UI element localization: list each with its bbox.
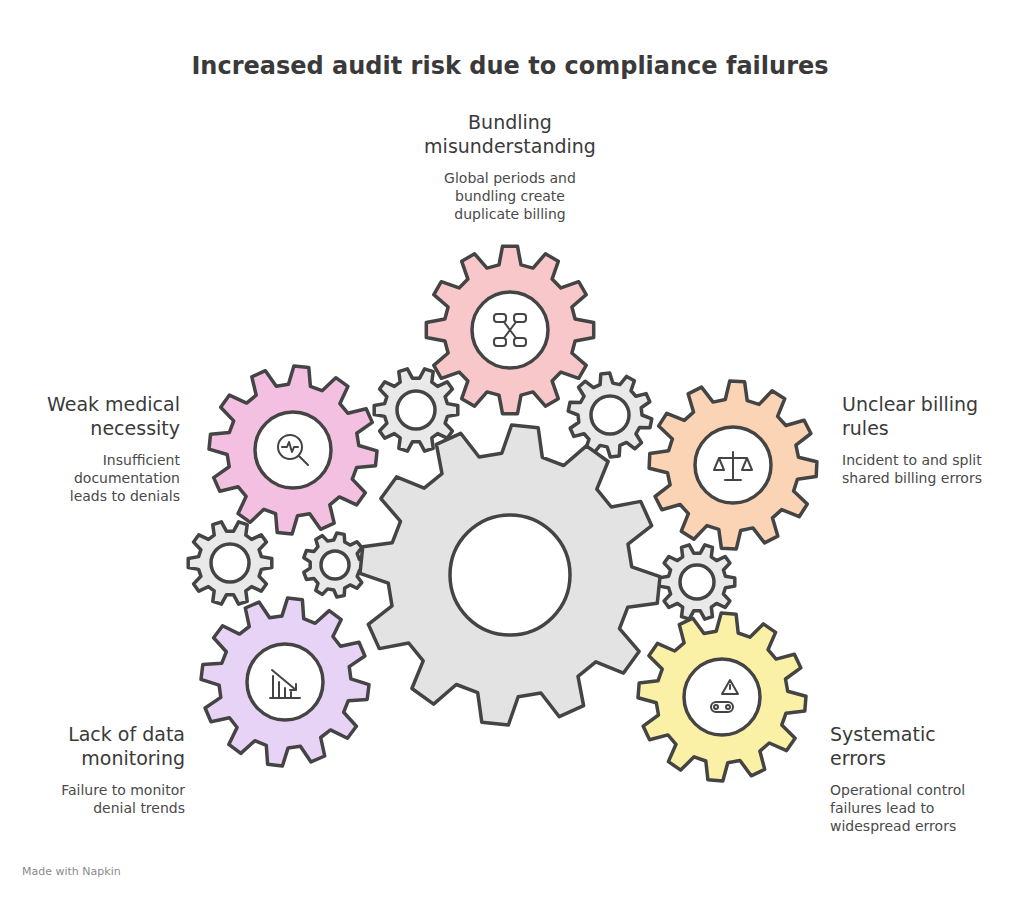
monitoring-icon	[270, 670, 300, 698]
label-description: Global periods and bundling create dupli…	[435, 169, 585, 223]
label-description: Insufficient documentation leads to deni…	[68, 451, 180, 505]
gear-hub	[321, 551, 349, 579]
bundling-gear	[426, 246, 593, 413]
label-heading: Bundling misunderstanding	[410, 110, 610, 158]
gear-hub	[211, 544, 249, 582]
gear-body	[360, 425, 660, 725]
gear-label: Unclear billing rulesIncident to and spl…	[842, 392, 992, 487]
gear-label: Weak medical necessityInsufficient docum…	[30, 392, 180, 505]
gear-body	[568, 373, 652, 457]
diagram-title: Increased audit risk due to compliance f…	[0, 52, 1020, 80]
label-description: Operational control failures lead to wid…	[830, 781, 968, 835]
errors-gear	[638, 613, 806, 781]
gear-hub	[397, 391, 435, 429]
central-gear	[360, 425, 660, 725]
billing-gear	[649, 381, 817, 549]
gear-hub	[684, 659, 760, 735]
necessity-gear	[209, 366, 377, 534]
gear-hub	[450, 515, 570, 635]
necessity-icon	[278, 435, 308, 465]
errors-icon	[711, 680, 738, 712]
label-description: Failure to monitor denial trends	[45, 781, 185, 817]
gear-body	[188, 522, 272, 604]
gear-hub	[255, 412, 331, 488]
small-gear	[659, 545, 735, 619]
small-gear	[304, 533, 367, 597]
gear-label: Lack of data monitoringFailure to monito…	[40, 722, 185, 817]
gear-body	[649, 381, 817, 549]
label-heading: Unclear billing rules	[842, 392, 992, 440]
gear-hub	[695, 427, 771, 503]
gear-hub	[472, 292, 548, 368]
monitoring-gear	[201, 598, 369, 766]
billing-icon	[714, 452, 752, 480]
gear-body	[426, 246, 593, 413]
gear-hub	[591, 396, 629, 434]
label-heading: Lack of data monitoring	[40, 722, 185, 770]
label-heading: Weak medical necessity	[30, 392, 180, 440]
gear-hub	[680, 565, 714, 599]
gear-hub	[247, 644, 323, 720]
gear-label: Bundling misunderstandingGlobal periods …	[410, 110, 610, 223]
gear-body	[304, 533, 367, 597]
gear-body	[209, 366, 377, 534]
gear-body	[638, 613, 806, 781]
small-gear	[568, 373, 652, 457]
gear-body	[659, 545, 735, 619]
gear-body	[201, 598, 369, 766]
bundling-icon	[494, 314, 526, 346]
small-gear	[188, 522, 272, 604]
label-description: Incident to and split shared billing err…	[842, 451, 987, 487]
gear-label: Systematic errorsOperational control fai…	[830, 722, 980, 835]
label-heading: Systematic errors	[830, 722, 980, 770]
watermark: Made with Napkin	[22, 865, 121, 878]
